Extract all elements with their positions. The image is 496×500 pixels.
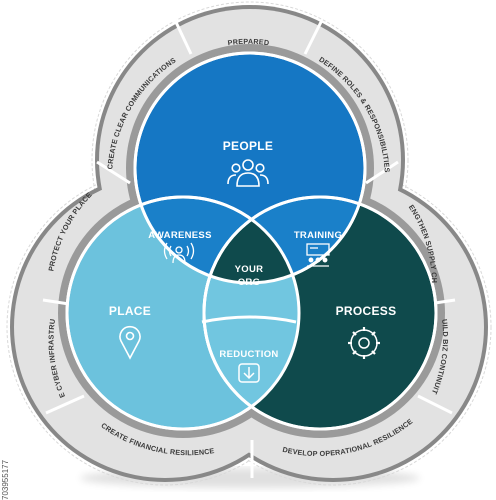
place-label: PLACE	[109, 304, 151, 318]
center-label-line1: YOUR	[235, 264, 264, 275]
training-label: TRAINING	[294, 230, 342, 241]
stock-id: 703955177	[1, 459, 10, 500]
gear-icon	[348, 327, 380, 359]
people-label: PEOPLE	[223, 139, 273, 153]
awareness-label: AWARENESS	[148, 230, 211, 241]
down-arrow-icon	[238, 363, 260, 383]
center-label-line2: ORG	[238, 277, 261, 288]
people-icon	[227, 159, 269, 187]
process-label: PROCESS	[336, 304, 397, 318]
ring-label-prepared: PREPARED	[227, 37, 270, 48]
broadcast-person-icon	[163, 242, 195, 264]
center-region	[202, 197, 299, 283]
presentation-icon	[306, 243, 330, 267]
location-pin-icon	[119, 325, 141, 360]
reduction-label: REDUCTION	[219, 349, 278, 360]
